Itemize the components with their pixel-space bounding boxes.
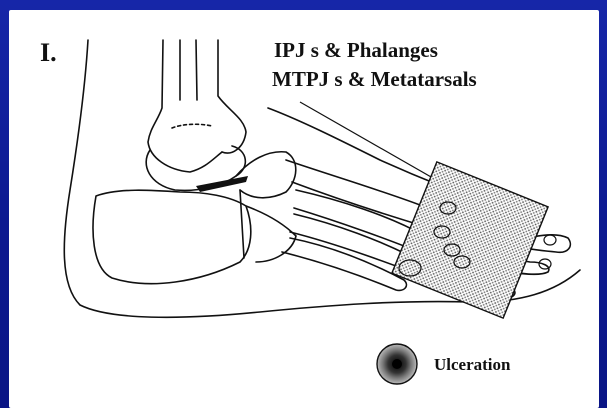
section-number: I. — [40, 38, 57, 68]
tibia-bone — [148, 40, 222, 172]
affected-region — [392, 162, 548, 318]
legend-ulceration-text: Ulceration — [434, 355, 510, 375]
label-metatarsals: MTPJ s & Metatarsals — [272, 67, 477, 92]
calcaneus-bone — [93, 190, 251, 283]
ulceration-icon — [377, 344, 417, 384]
label-phalanges: IPJ s & Phalanges — [274, 38, 438, 63]
